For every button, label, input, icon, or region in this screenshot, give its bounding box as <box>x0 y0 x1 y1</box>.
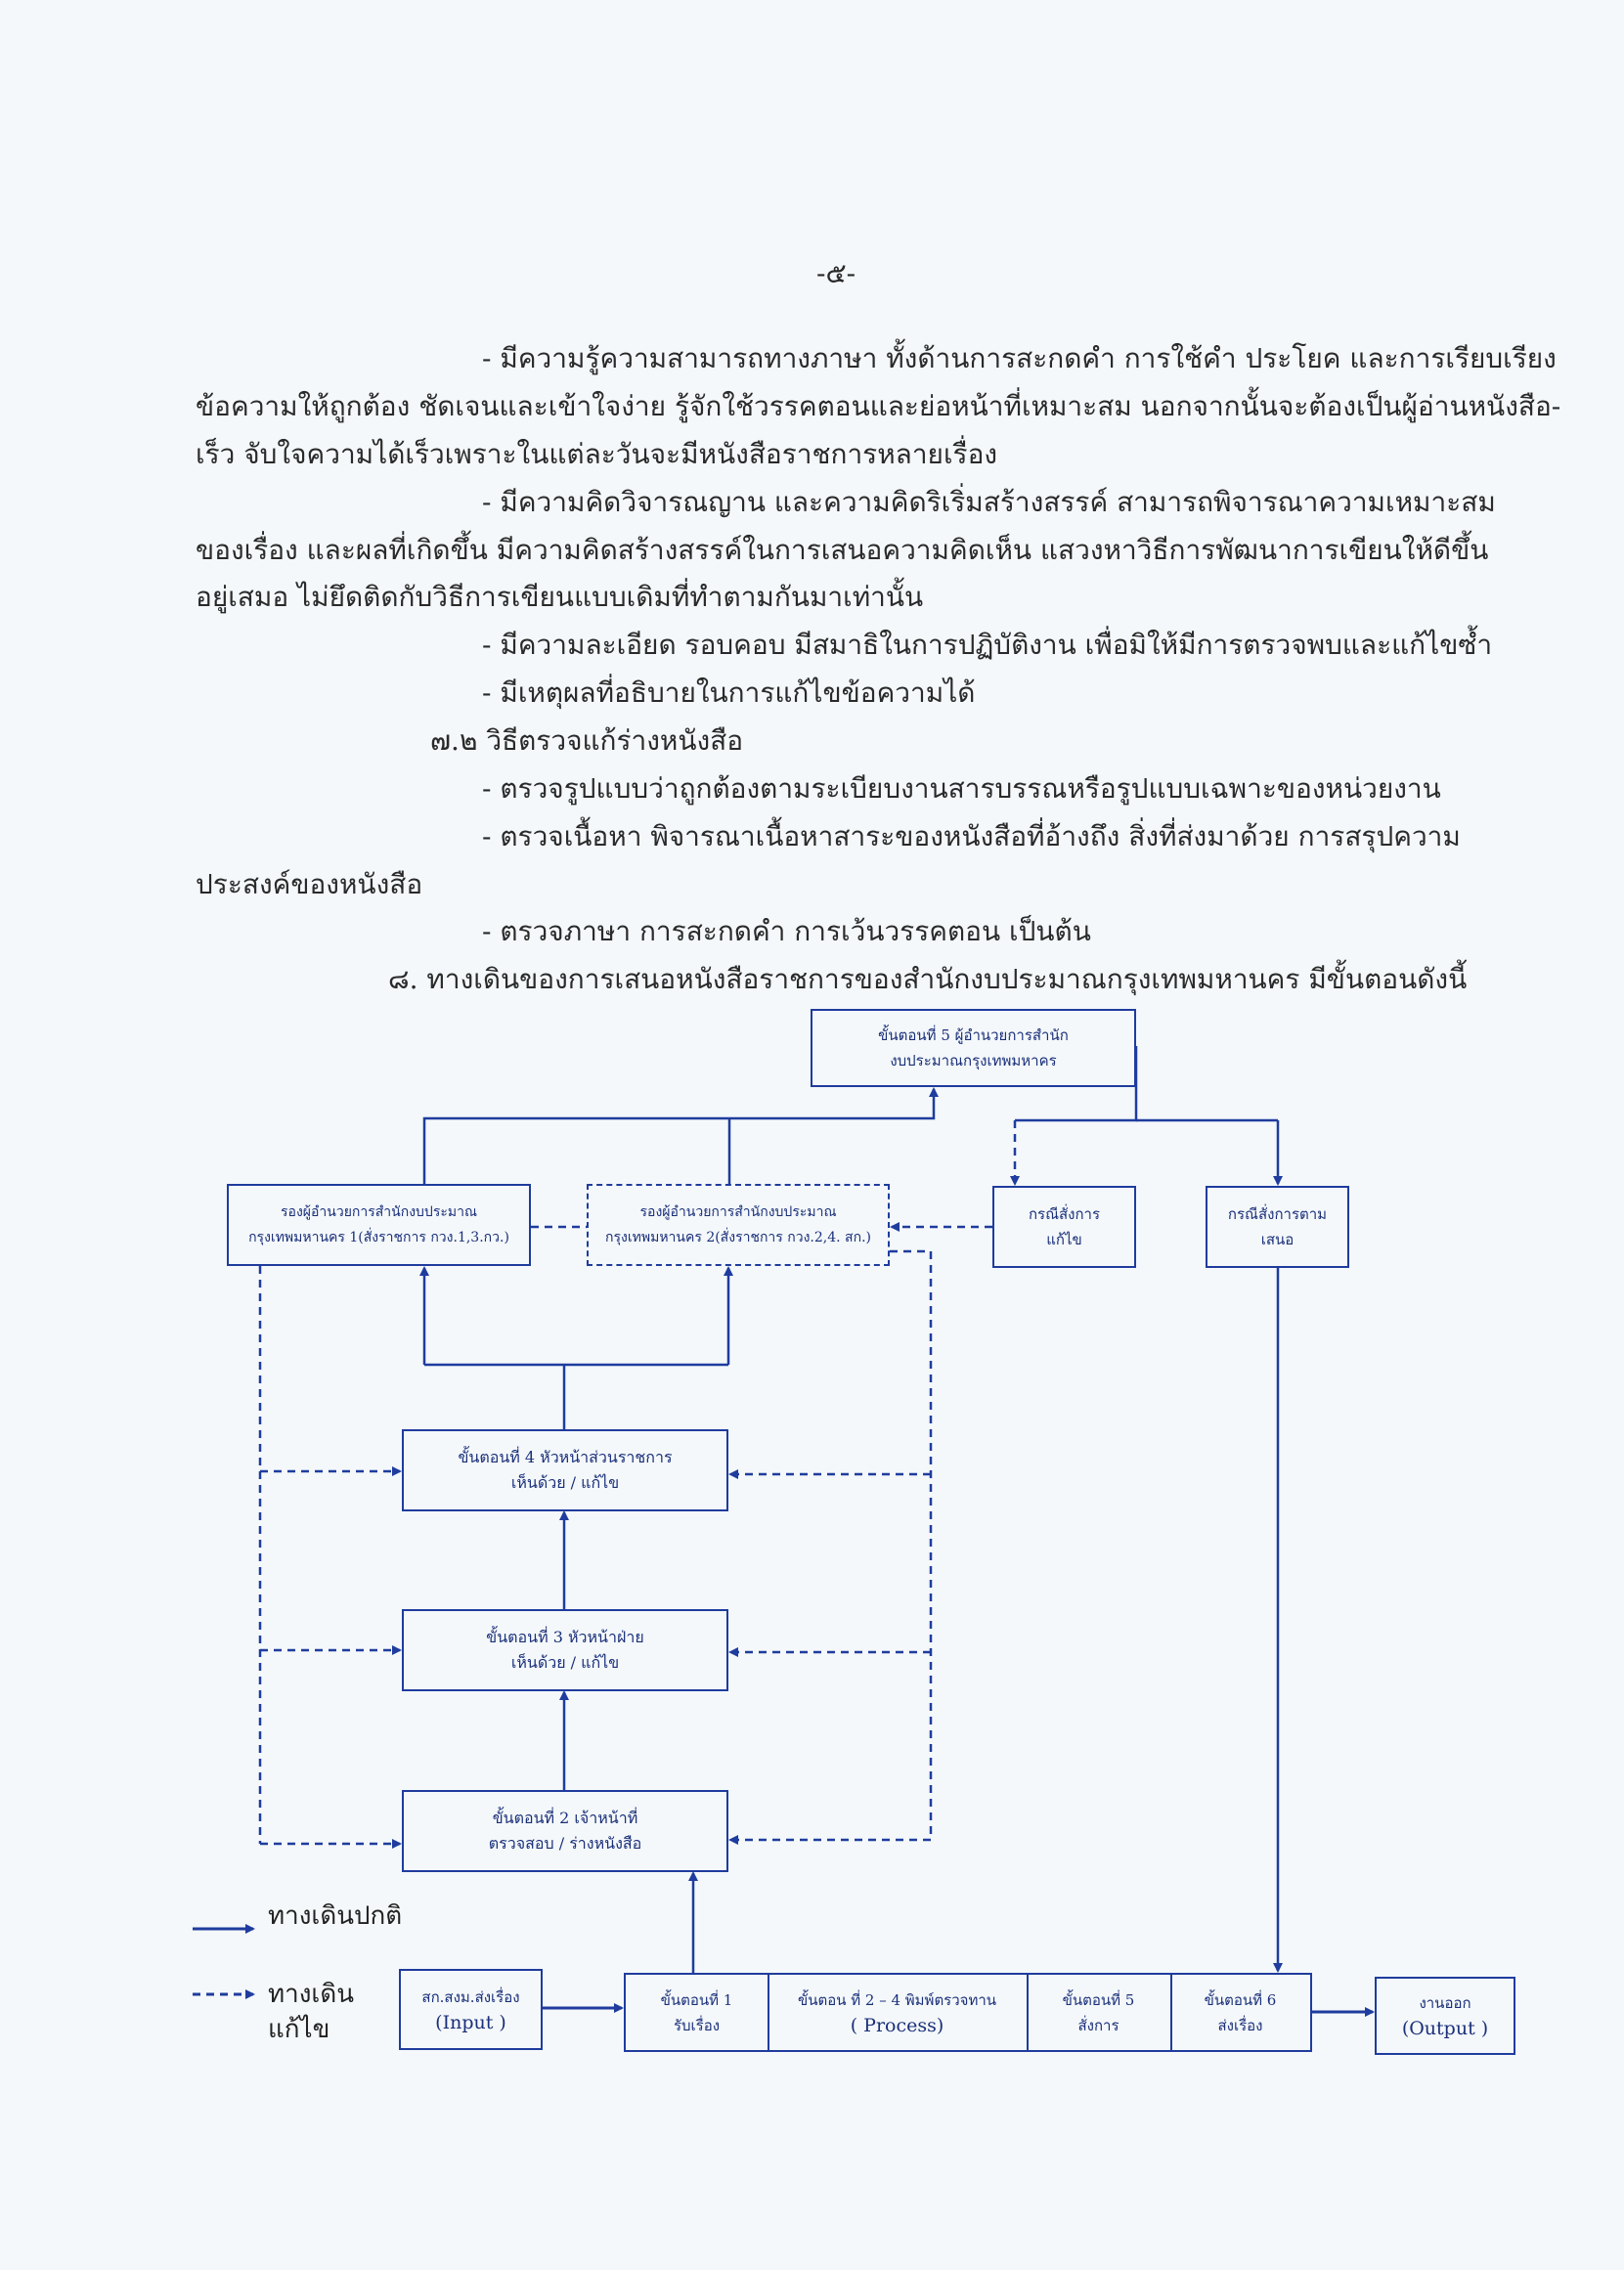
legend-fix-label: ทางเดิน แก้ไข <box>268 1977 354 2047</box>
box-text: กรุงเทพมหานคร 2(สั่งราชการ กวง.2,4. สก.) <box>605 1230 871 1245</box>
body-line: - มีความรู้ความสามารถทางภาษา ทั้งด้านการ… <box>482 342 1557 374</box>
box-text: รับเรื่อง <box>673 2016 721 2034</box>
case-as-proposed-box: กรณีสั่งการตาม เสนอ <box>1206 1186 1349 1268</box>
box-text: ขั้นตอนที่ 6 <box>1204 1990 1277 2009</box>
output-box: งานออก (Output ) <box>1375 1977 1515 2055</box>
box-text: ขั้นตอนที่ 5 ผู้อำนวยการสำนัก <box>878 1026 1069 1044</box>
box-text: ตรวจสอบ / ร่างหนังสือ <box>488 1834 642 1853</box>
section-heading: ๘. ทางเดินของการเสนอหนังสือราชการของสำนั… <box>388 963 1468 995</box>
deputy2-box: รองผู้อำนวยการสำนักงบประมาณ กรุงเทพมหานค… <box>587 1184 890 1266</box>
box-text: รองผู้อำนวยการสำนักงบประมาณ <box>639 1204 837 1220</box>
box-text: ขั้นตอน ที่ 2 – 4 พิมพ์ตรวจทาน <box>797 1990 997 2009</box>
body-line: เร็ว จับใจความได้เร็วเพราะในแต่ละวันจะมี… <box>196 438 998 470</box>
step3-box: ขั้นตอนที่ 3 หัวหน้าฝ่าย เห็นด้วย / แก้ไ… <box>402 1609 728 1691</box>
legend-fix-line: แก้ไข <box>268 2015 330 2044</box>
box-text: เห็นด้วย / แก้ไข <box>510 1473 620 1492</box>
box-text: ขั้นตอนที่ 4 หัวหน้าส่วนราชการ <box>458 1448 673 1466</box>
process-box: ขั้นตอนที่ 1 รับเรื่อง ขั้นตอน ที่ 2 – 4… <box>624 1973 1312 2052</box>
case-fix-box: กรณีสั่งการ แก้ไข <box>992 1186 1136 1268</box>
box-text: (Input ) <box>435 2011 506 2033</box>
box-text: กรณีสั่งการ <box>1028 1205 1101 1223</box>
step5-director-box: ขั้นตอนที่ 5 ผู้อำนวยการสำนัก งบประมาณกร… <box>811 1009 1136 1087</box>
box-text: ขั้นตอนที่ 3 หัวหน้าฝ่าย <box>486 1628 644 1646</box>
box-text: สั่งการ <box>1077 2016 1119 2034</box>
body-line: - ตรวจรูปแบบว่าถูกต้องตามระเบียบงานสารบร… <box>482 772 1441 805</box>
body-line: - มีเหตุผลที่อธิบายในการแก้ไขข้อความได้ <box>482 677 976 709</box>
box-text: เห็นด้วย / แก้ไข <box>510 1653 620 1672</box>
box-text: เสนอ <box>1260 1231 1295 1248</box>
box-text: แก้ไข <box>1046 1231 1082 1248</box>
box-text: ส่งเรื่อง <box>1217 2016 1263 2034</box>
legend-normal-label: ทางเดินปกติ <box>268 1901 403 1931</box>
box-text: ขั้นตอนที่ 5 <box>1062 1990 1135 2009</box>
body-line: - ตรวจเนื้อหา พิจารณาเนื้อหาสาระของหนังส… <box>482 820 1461 852</box>
box-text: งบประมาณกรุงเทพมหาคร <box>890 1052 1057 1070</box>
process-step5: ขั้นตอนที่ 5 สั่งการ <box>1027 1975 1172 2050</box>
process-step6: ขั้นตอนที่ 6 ส่งเรื่อง <box>1170 1975 1310 2050</box>
step4-box: ขั้นตอนที่ 4 หัวหน้าส่วนราชการ เห็นด้วย … <box>402 1429 728 1511</box>
step2-box: ขั้นตอนที่ 2 เจ้าหน้าที่ ตรวจสอบ / ร่างห… <box>402 1790 728 1872</box>
body-line: - ตรวจภาษา การสะกดคำ การเว้นวรรคตอน เป็น… <box>482 915 1091 947</box>
box-text: (Output ) <box>1401 2018 1489 2039</box>
box-text: ขั้นตอนที่ 1 <box>660 1990 733 2009</box>
process-step1: ขั้นตอนที่ 1 รับเรื่อง <box>626 1975 769 2050</box>
box-text: กรุงเทพมหานคร 1(สั่งราชการ กวง.1,3.กว.) <box>248 1230 509 1245</box>
body-line: - มีความละเอียด รอบคอบ มีสมาธิในการปฏิบั… <box>482 629 1493 661</box>
body-line: ข้อความให้ถูกต้อง ชัดเจนและเข้าใจง่าย รู… <box>196 390 1561 422</box>
deputy1-box: รองผู้อำนวยการสำนักงบประมาณ กรุงเทพมหานค… <box>227 1184 531 1266</box>
page-number: -๕- <box>816 257 856 289</box>
box-text: รองผู้อำนวยการสำนักงบประมาณ <box>281 1204 477 1220</box>
box-text: กรณีสั่งการตาม <box>1227 1205 1328 1223</box>
body-line: อยู่เสมอ ไม่ยึดติดกับวิธีการเขียนแบบเดิม… <box>196 581 924 613</box>
body-line: - มีความคิดวิจารณญาน และความคิดริเริ่มสร… <box>482 486 1496 518</box>
box-text: ขั้นตอนที่ 2 เจ้าหน้าที่ <box>492 1809 638 1827</box>
section-heading: ๗.๒ วิธีตรวจแก้ร่างหนังสือ <box>430 724 744 757</box>
box-text: ( Process) <box>850 2014 944 2036</box>
legend-fix-line: ทางเดิน <box>268 1980 354 2009</box>
box-text: สก.สงม.ส่งเรื่อง <box>421 1987 520 2006</box>
box-text: งานออก <box>1419 1994 1471 2012</box>
body-line: ประสงค์ของหนังสือ <box>196 868 423 900</box>
input-box: สก.สงม.ส่งเรื่อง (Input ) <box>399 1969 543 2050</box>
body-line: ของเรื่อง และผลที่เกิดขึ้น มีความคิดสร้า… <box>196 534 1489 566</box>
process-step2-4: ขั้นตอน ที่ 2 – 4 พิมพ์ตรวจทาน ( Process… <box>768 1975 1029 2050</box>
